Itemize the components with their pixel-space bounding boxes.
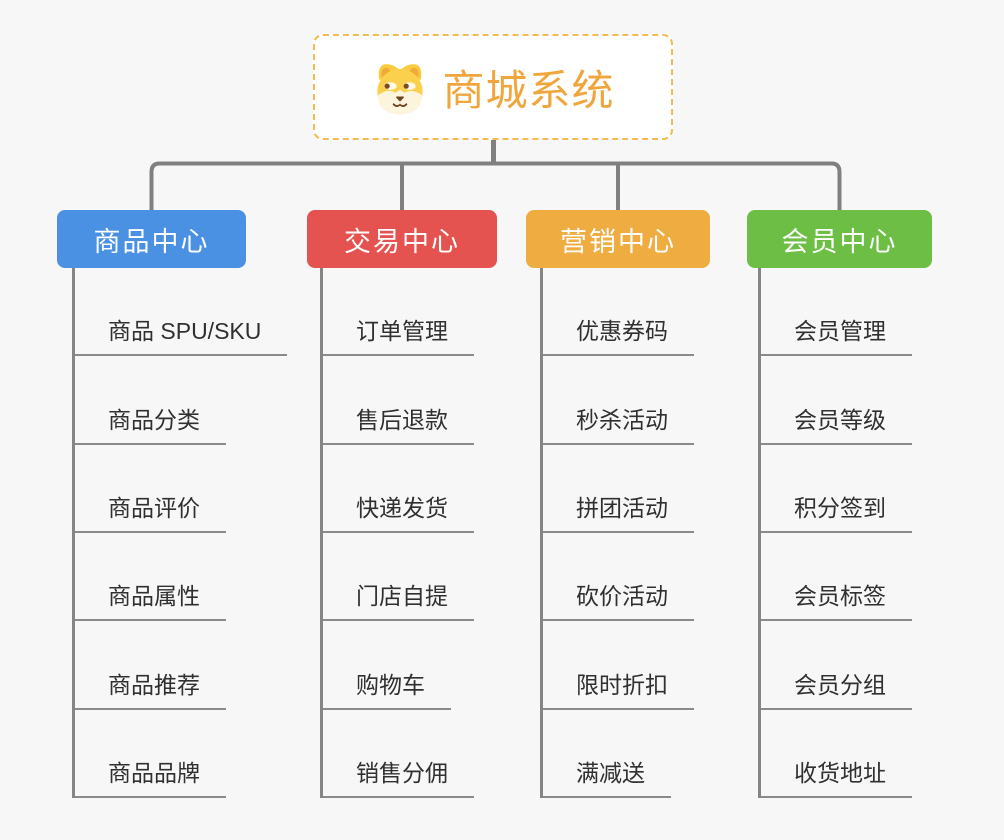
leaf-item[interactable]: 售后退款 [323,401,474,445]
root-node[interactable]: 商城系统 [313,34,673,140]
branch-label: 会员中心 [781,226,898,257]
leaf-item[interactable]: 商品推荐 [75,666,226,710]
leaf-row: 商品 SPU/SKU [75,268,288,357]
leaf-item[interactable]: 秒杀活动 [543,401,694,445]
leaf-item[interactable]: 砍价活动 [543,577,694,622]
leaf-item[interactable]: 购物车 [323,666,451,710]
leaf-item[interactable]: 会员标签 [761,577,912,622]
branch-label: 营销中心 [560,226,676,257]
branch-children-column-member: 会员管理 会员等级 积分签到 会员标签 会员分组 收货地址 [758,268,912,798]
leaf-item[interactable]: 商品品牌 [75,754,226,798]
branch-node-marketing-center[interactable]: 营销中心 [526,210,710,268]
leaf-row: 会员管理 [761,268,912,357]
leaf-item[interactable]: 商品属性 [75,577,226,622]
leaf-row: 商品属性 [75,533,287,622]
leaf-row: 秒杀活动 [543,356,694,445]
leaf-row: 销售分佣 [323,710,474,798]
branch-node-product-center[interactable]: 商品中心 [57,210,246,268]
leaf-item[interactable]: 门店自提 [323,577,474,622]
leaf-item[interactable]: 会员等级 [761,401,912,445]
leaf-item[interactable]: 满减送 [543,754,671,798]
root-title: 商城系统 [442,66,615,114]
leaf-row: 售后退款 [323,356,474,445]
leaf-row: 优惠券码 [543,268,694,357]
leaf-row: 积分签到 [761,445,912,533]
leaf-row: 订单管理 [323,268,474,357]
leaf-row: 商品品牌 [75,710,287,798]
leaf-row: 会员分组 [761,621,912,710]
leaf-item[interactable]: 收货地址 [761,754,912,798]
leaf-row: 会员等级 [761,356,912,445]
leaf-item[interactable]: 商品 SPU/SKU [75,312,288,357]
leaf-item[interactable]: 快递发货 [323,489,474,533]
leaf-row: 砍价活动 [543,533,694,622]
leaf-row: 拼团活动 [543,445,694,533]
leaf-item[interactable]: 销售分佣 [323,754,474,798]
leaf-item[interactable]: 优惠券码 [543,312,694,357]
leaf-item[interactable]: 拼团活动 [543,489,694,533]
leaf-row: 会员标签 [761,533,912,622]
branch-children-column-trade: 订单管理 售后退款 快递发货 门店自提 购物车 销售分佣 [320,268,474,798]
branch-node-trade-center[interactable]: 交易中心 [307,210,497,268]
leaf-item[interactable]: 会员分组 [761,666,912,710]
leaf-item[interactable]: 订单管理 [323,312,474,357]
branch-children-column-marketing: 优惠券码 秒杀活动 拼团活动 砍价活动 限时折扣 满减送 [540,268,694,798]
leaf-row: 限时折扣 [543,621,694,710]
leaf-row: 门店自提 [323,533,474,622]
branch-label: 商品中心 [93,226,210,257]
leaf-item[interactable]: 商品分类 [75,401,226,445]
branch-label: 交易中心 [344,226,460,257]
leaf-row: 商品推荐 [75,621,287,710]
leaf-row: 商品分类 [75,356,287,445]
leaf-item[interactable]: 限时折扣 [543,666,694,710]
dog-face-icon [377,64,424,115]
leaf-row: 满减送 [543,710,694,798]
branch-children-column-product: 商品 SPU/SKU 商品分类 商品评价 商品属性 商品推荐 商品品牌 [72,268,288,798]
leaf-row: 购物车 [323,621,474,710]
branch-node-member-center[interactable]: 会员中心 [747,210,932,268]
leaf-row: 快递发货 [323,445,474,533]
leaf-item[interactable]: 会员管理 [761,312,912,357]
leaf-row: 商品评价 [75,445,287,533]
leaf-item[interactable]: 商品评价 [75,489,226,533]
leaf-item[interactable]: 积分签到 [761,489,912,533]
leaf-row: 收货地址 [761,710,912,798]
